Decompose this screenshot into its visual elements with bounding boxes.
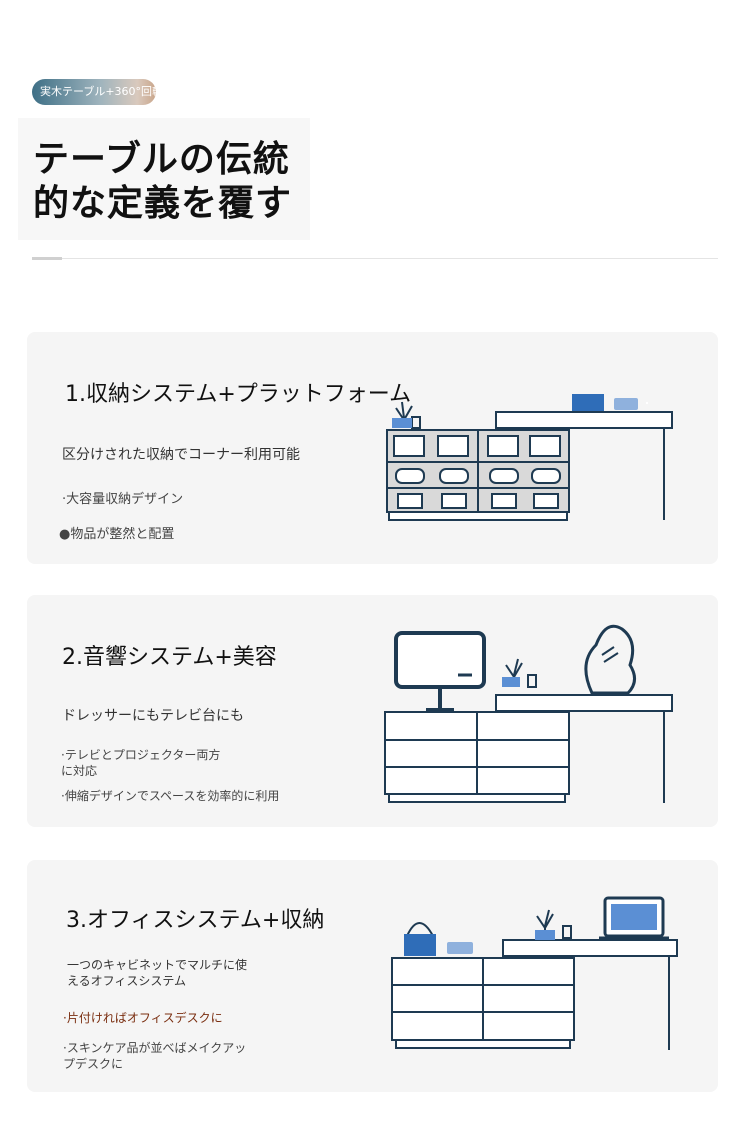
card-title: 2.音響システム+美容 <box>62 645 277 670</box>
headline-line-1: テーブルの伝統 <box>33 139 290 180</box>
category-tag: 実木テーブル+360°回転 <box>32 79 156 105</box>
card-bullet: ●物品が整然と配置 <box>59 527 175 542</box>
card-bullet: ·大容量収納デザイン <box>62 492 184 507</box>
card-bullet: ·テレビとプロジェクター両方に対応 <box>61 748 221 778</box>
card-title: 1.収納システム+プラットフォーム <box>65 382 412 407</box>
feature-card-office: 3.オフィスシステム+収納 一つのキャビネットでマルチに使えるオフィスシステム … <box>27 860 718 1092</box>
headline-background <box>18 118 310 240</box>
card-subtitle: 区分けされた収納でコーナー利用可能 <box>62 447 300 463</box>
feature-card-storage: 1.収納システム+プラットフォーム 区分けされた収納でコーナー利用可能 ·大容量… <box>27 332 718 564</box>
cabinet-desk-storage-illustration <box>386 394 673 521</box>
card-title: 3.オフィスシステム+収納 <box>66 908 325 933</box>
cabinet-desk-laptop-illustration <box>391 896 678 1050</box>
card-bullet: ·片付ければオフィスデスクに <box>63 1011 223 1025</box>
headline-line-2: 的な定義を覆す <box>33 183 293 224</box>
card-bullet: ·スキンケア品が並べばメイクアップデスクに <box>63 1041 247 1071</box>
feature-card-media: 2.音響システム+美容 ドレッサーにもテレビ台にも ·テレビとプロジェクター両方… <box>27 595 718 827</box>
page-headline: テーブルの伝統 的な定義を覆す <box>33 138 292 226</box>
card-bullet: ·伸縮デザインでスペースを効率的に利用 <box>61 789 280 803</box>
card-subtitle: 一つのキャビネットでマルチに使えるオフィスシステム <box>67 958 248 988</box>
divider-accent <box>32 257 62 260</box>
section-divider <box>32 258 718 259</box>
card-subtitle: ドレッサーにもテレビ台にも <box>62 708 244 724</box>
cabinet-desk-tv-mirror-illustration <box>384 624 673 803</box>
